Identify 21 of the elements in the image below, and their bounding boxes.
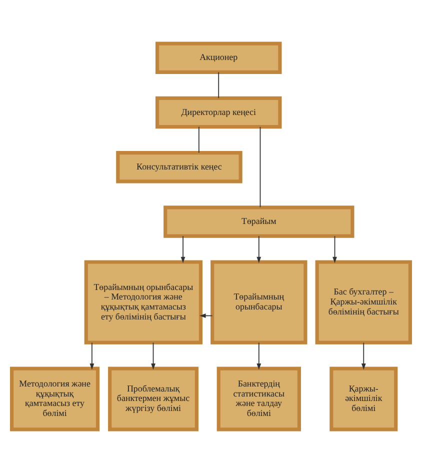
connector <box>198 126 200 154</box>
node-box: Директорлар кеңесі <box>156 96 282 129</box>
node-box: Төрайымның орынбасары – Методология және құқықтық қамтамасыз ету бөлімінің бастығы <box>84 260 202 344</box>
arrow <box>332 236 337 264</box>
node-box: Акционер <box>156 42 282 74</box>
connector <box>218 72 220 99</box>
arrow <box>256 342 262 370</box>
arrow <box>256 236 262 264</box>
arrow <box>151 342 156 370</box>
arrow <box>180 236 186 264</box>
node-box: Методология және құқықтық қамтамасыз ету бөлімі <box>10 366 100 432</box>
node-box: Консультативтік кеңес <box>116 151 242 184</box>
node-box: Бас бухгалтер – Қаржы-әкімшілік бөлімінің бастығы <box>315 260 412 344</box>
node-box: Банктердің статистикасы және талдау бөлімі <box>216 366 301 432</box>
connector <box>260 126 261 208</box>
arrow <box>361 342 366 370</box>
node-box: Төрайымның орынбасары <box>210 260 308 344</box>
node-box: Қаржы-әкімшілік бөлімі <box>330 366 398 432</box>
arrow <box>90 342 94 370</box>
node-box: Төрайым <box>164 206 354 238</box>
node-box: Проблемалық банктермен жұмыс жүргізу бөлімі <box>108 366 198 432</box>
